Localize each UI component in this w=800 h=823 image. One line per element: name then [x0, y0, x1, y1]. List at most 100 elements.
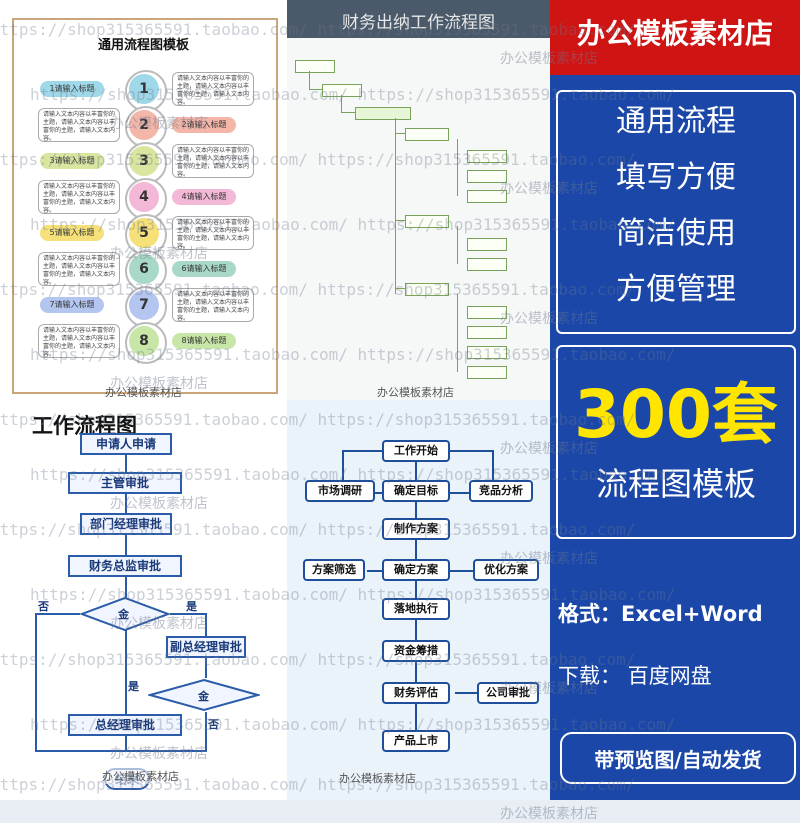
step-input-label: 8请输入标题: [172, 333, 236, 349]
watermark-shop: 办公模板素材店: [500, 311, 598, 327]
step-circle: 3: [125, 142, 167, 184]
download-info: 下载： 百度网盘: [558, 664, 712, 688]
decision-2-label: 金: [198, 690, 209, 703]
panel-b-title: 财务出纳工作流程图: [342, 13, 495, 33]
watermark-shop: 办公模板素材店: [110, 376, 208, 392]
tree-node: [467, 190, 507, 203]
step-number: 1: [129, 74, 159, 104]
flow-node-supervisor: 主管审批: [68, 472, 182, 494]
watermark-shop: 办公模板素材店: [500, 681, 598, 697]
panel-a-title: 通用流程图模板: [97, 38, 189, 53]
flow-node-execute: 落地执行: [382, 598, 450, 620]
flow-node-confirm-plan: 确定方案: [382, 559, 450, 581]
panel-d-caption: 办公模板素材店: [339, 772, 416, 785]
step-number: 8: [129, 326, 159, 356]
step-input-label: 1请输入标题: [40, 81, 104, 97]
step-input-label: 5请输入标题: [40, 225, 104, 241]
step-text-box: 请输入文本内容以丰富你的主题，请输入文本内容以丰富你的主题，请输入文本内容。: [38, 180, 120, 214]
decision-1-label: 金: [118, 608, 129, 621]
step-input-label: 2请输入标题: [172, 117, 236, 133]
feature-4: 方便管理: [616, 272, 736, 307]
step-text-box: 请输入文本内容以丰富你的主题，请输入文本内容以丰富你的主题，请输入文本内容。: [172, 288, 254, 322]
step-circle: 7: [125, 286, 167, 328]
flow-node-cfo: 财务总监审批: [68, 555, 182, 577]
step-text-box: 请输入文本内容以丰富你的主题，请输入文本内容以丰富你的主题，请输入文本内容。: [38, 324, 120, 358]
product-name: 流程图模板: [595, 465, 756, 503]
tree-node: [467, 170, 507, 183]
step-number: 7: [129, 290, 159, 320]
step-input-label: 6请输入标题: [172, 261, 236, 277]
feature-3: 简洁使用: [616, 216, 736, 251]
flow-node-launch: 产品上市: [382, 730, 450, 752]
branch-no-label-2: 否: [208, 718, 219, 731]
flow-node-make-plan: 制作方案: [382, 518, 450, 540]
tree-node: [467, 258, 507, 271]
panel-c-caption: 办公模板素材店: [102, 768, 179, 784]
step-text-box: 请输入文本内容以丰富你的主题，请输入文本内容以丰富你的主题，请输入文本内容。: [172, 144, 254, 178]
flow-node-market-research: 市场调研: [305, 480, 375, 502]
step-circle: 2: [125, 106, 167, 148]
watermark-shop: 办公模板素材店: [500, 806, 598, 822]
footer-pill: 带预览图/自动发货: [560, 732, 796, 784]
flow-node-company-approval: 公司审批: [477, 682, 539, 704]
step-number: 6: [129, 254, 159, 284]
template-preview-general-flow: 通用流程图模板 1 1请输入标题请输入文本内容以丰富你的主题，请输入文本内容以丰富…: [0, 0, 287, 400]
tree-node: [467, 326, 507, 339]
watermark-shop: 办公模板素材店: [500, 551, 598, 567]
watermark-shop: 办公模板素材店: [110, 746, 208, 762]
watermark-shop: 办公模板素材店: [110, 246, 208, 262]
flow-node-start: 工作开始: [382, 440, 450, 462]
feature-2: 填写方便: [616, 160, 736, 195]
step-input-label: 3请输入标题: [40, 153, 104, 169]
step-number: 4: [129, 182, 159, 212]
panel-b-caption: 办公模板素材店: [377, 386, 454, 399]
shop-badge: 办公模板素材店: [550, 0, 800, 75]
flow-node-finance-eval: 财务评估: [382, 682, 450, 704]
format-info: 格式：Excel+Word: [558, 602, 763, 626]
watermark-shop: 办公模板素材店: [110, 496, 208, 512]
flow-node-funding: 资金筹措: [382, 640, 450, 662]
step-circle: 1: [125, 70, 167, 112]
branch-yes-label: 是: [186, 600, 197, 613]
flow-node-ceo: 总经理审批: [68, 714, 182, 736]
flow-node-set-target: 确定目标: [382, 480, 450, 502]
tree-node: [467, 238, 507, 251]
tree-node: [405, 283, 449, 296]
tree-node: [295, 60, 335, 73]
step-number: 2: [129, 110, 159, 140]
step-input-label: 4请输入标题: [172, 189, 236, 205]
watermark-shop: 办公模板素材店: [110, 116, 208, 132]
tree-node: [467, 366, 507, 379]
panel-a-caption: 办公模板素材店: [105, 386, 182, 399]
step-text-box: 请输入文本内容以丰富你的主题，请输入文本内容以丰富你的主题，请输入文本内容。: [38, 252, 120, 286]
template-count: 300套: [574, 376, 778, 453]
template-preview-work-flow: 工作流程图 申请人申请 主管审批 部门经理审批 财务总监审批 金 否 是 副总经…: [0, 400, 287, 800]
flow-node-filter-plan: 方案筛选: [303, 559, 365, 581]
flow-node-vp: 副总经理审批: [166, 636, 246, 658]
tree-node: [405, 128, 449, 141]
flow-node-apply: 申请人申请: [80, 433, 172, 455]
step-text-box: 请输入文本内容以丰富你的主题，请输入文本内容以丰富你的主题，请输入文本内容。: [38, 108, 120, 142]
watermark-shop: 办公模板素材店: [500, 181, 598, 197]
branch-yes-label-2: 是: [128, 680, 139, 693]
step-circle: 6: [125, 250, 167, 292]
promo-sidebar: 办公模板素材店 通用流程 填写方便 简洁使用 方便管理 300套 流程图模板 格…: [550, 0, 800, 800]
features-box: 通用流程 填写方便 简洁使用 方便管理: [556, 90, 796, 334]
template-preview-finance-flow: 财务出纳工作流程图 办公模板素材店: [287, 0, 550, 400]
watermark-shop: 办公模板素材店: [500, 441, 598, 457]
tree-node: [322, 84, 362, 97]
tree-node: [405, 215, 449, 228]
step-circle: 4: [125, 178, 167, 220]
step-input-label: 7请输入标题: [40, 297, 104, 313]
panel-b-header: 财务出纳工作流程图: [287, 0, 550, 38]
count-box: 300套 流程图模板: [556, 345, 796, 539]
template-preview-project-flow: 工作开始 市场调研 确定目标 竞品分析 制作方案 方案筛选 确定方案 优化方案 …: [287, 400, 550, 800]
step-number: 3: [129, 146, 159, 176]
tree-node: [467, 150, 507, 163]
watermark-shop: 办公模板素材店: [110, 616, 208, 632]
tree-node: [355, 107, 411, 120]
footer-pill-text: 带预览图/自动发货: [594, 748, 762, 772]
feature-1: 通用流程: [616, 104, 736, 139]
branch-no-label: 否: [38, 600, 49, 613]
decision-diamond-1: [80, 596, 170, 632]
